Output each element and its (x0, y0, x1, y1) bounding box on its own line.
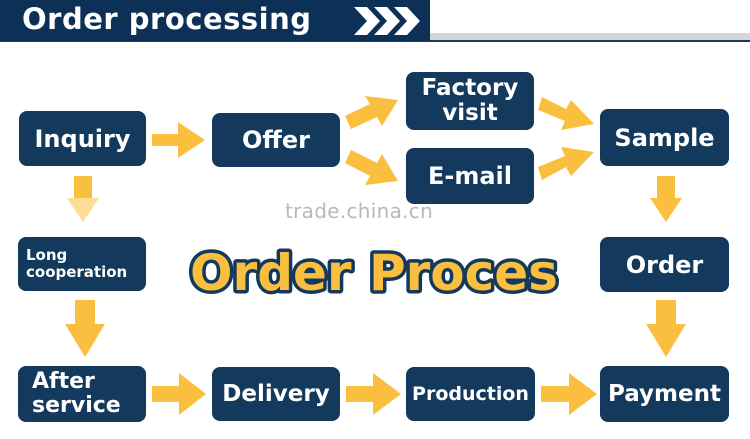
node-factory-visit: Factory visit (406, 72, 534, 130)
arrow-offer-email (345, 150, 398, 185)
chevrons-icon (354, 7, 420, 35)
node-production: Production (406, 367, 535, 421)
arrow-production-payment (541, 373, 597, 415)
node-payment: Payment (600, 366, 729, 422)
node-long-cooperation: Long cooperation (18, 237, 146, 291)
node-sample-label: Sample (614, 123, 715, 152)
arrow-offer-factory (345, 96, 398, 129)
node-inquiry: Inquiry (19, 111, 146, 166)
arrow-sample-order-head (650, 198, 682, 222)
arrow-after-delivery (152, 373, 206, 415)
arrow-long-after-head (65, 324, 105, 357)
watermark: trade.china.cn (285, 199, 434, 223)
arrow-order-payment-head (646, 324, 686, 357)
arrow-order-payment-stem (656, 300, 676, 324)
header-rule-dark (0, 40, 750, 42)
node-delivery-label: Delivery (222, 381, 330, 407)
center-title-text: Order Proces (190, 244, 558, 302)
node-payment-label: Payment (608, 381, 721, 407)
node-after-service-label: After service (32, 369, 121, 418)
arrow-sample-order-stem (657, 176, 675, 198)
arrow-inquiry-long-stem (74, 176, 92, 198)
header-banner: Order processing (0, 0, 430, 41)
node-email-label: E-mail (427, 162, 512, 190)
page-title: Order processing (22, 2, 312, 36)
arrow-inquiry-long-head (67, 198, 99, 222)
node-factory-visit-label: Factory visit (421, 75, 519, 126)
node-inquiry-label: Inquiry (34, 124, 131, 153)
node-sample: Sample (600, 109, 729, 166)
arrow-long-after-stem (75, 300, 95, 324)
node-after-service: After service (18, 366, 146, 422)
arrow-email-sample (538, 147, 594, 180)
node-email: E-mail (406, 148, 534, 204)
node-long-cooperation-label: Long cooperation (26, 246, 128, 281)
node-order-label: Order (625, 250, 704, 279)
node-offer-label: Offer (242, 126, 310, 154)
arrow-delivery-production (346, 373, 401, 415)
node-delivery: Delivery (212, 367, 340, 421)
node-offer: Offer (212, 113, 340, 167)
arrow-inquiry-offer (152, 122, 205, 158)
node-production-label: Production (412, 383, 529, 405)
arrow-factory-sample (538, 97, 594, 130)
center-title: Order Proces (187, 241, 562, 306)
node-order: Order (600, 237, 729, 292)
